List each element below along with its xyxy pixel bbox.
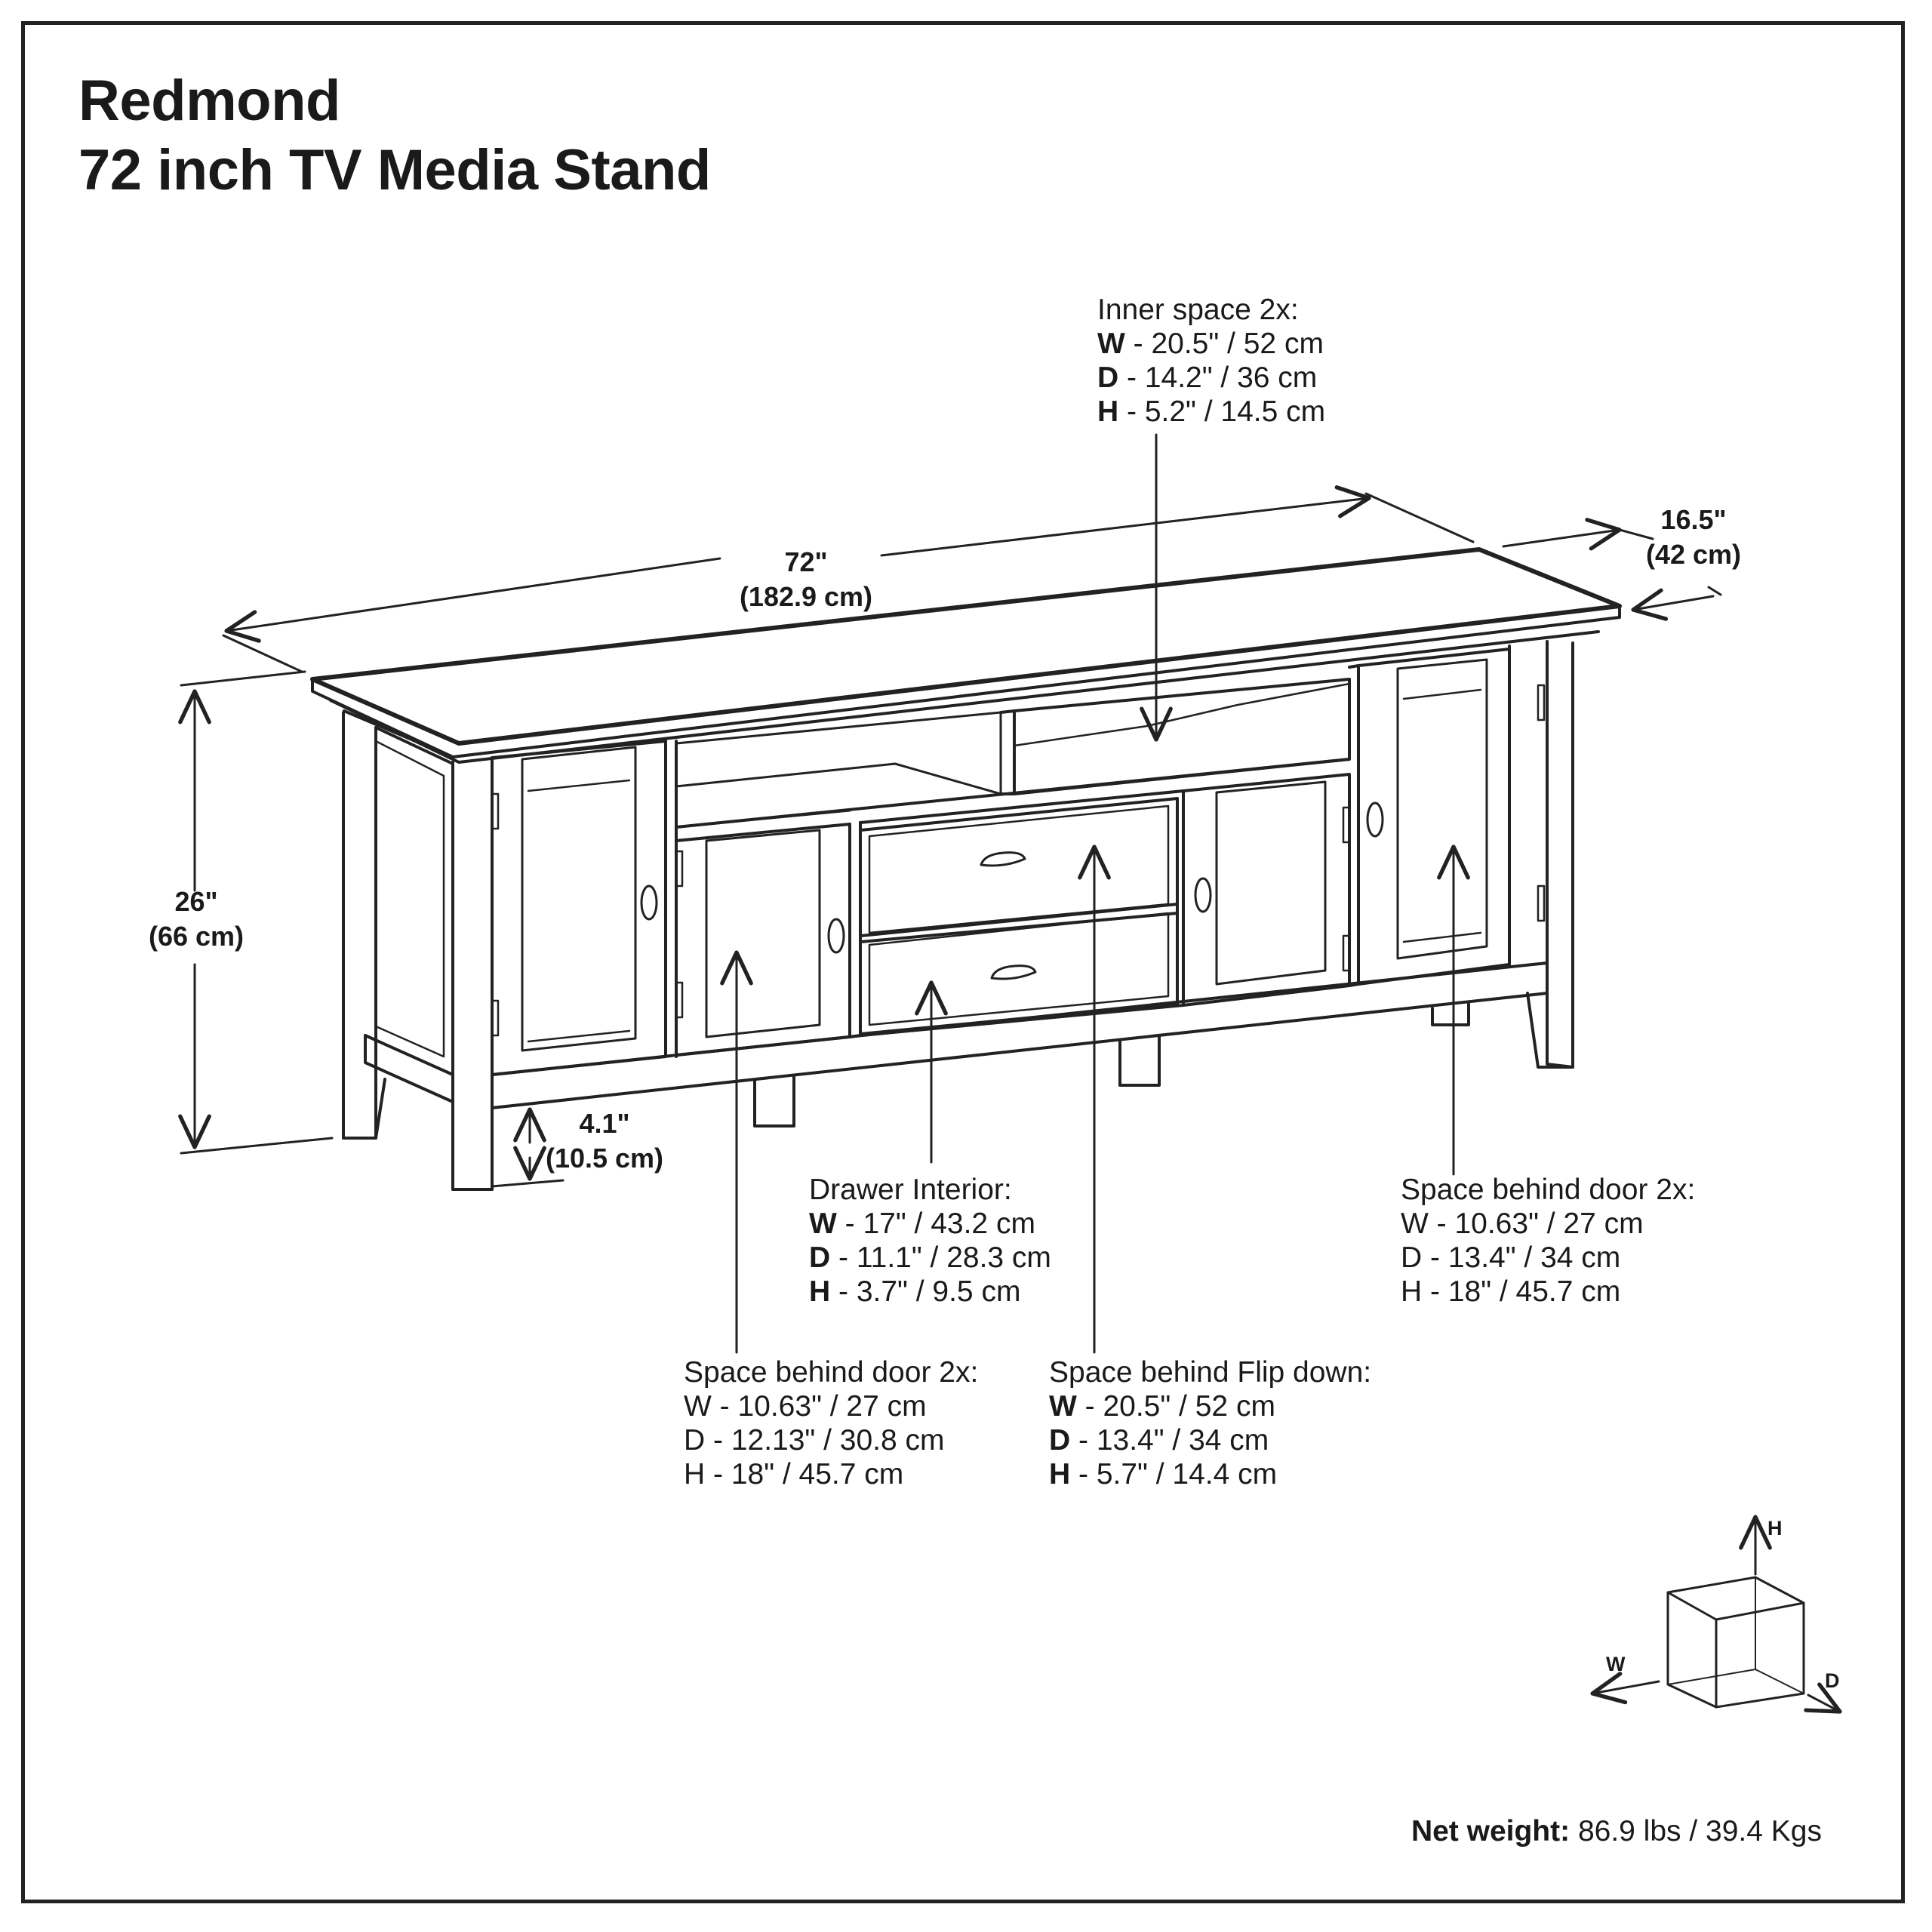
drawers	[848, 789, 1185, 1038]
behind-door-right-d: D - 13.4" / 34 cm	[1401, 1241, 1621, 1274]
drawer-w-value: - 17" / 43.2 cm	[836, 1208, 1035, 1240]
flip-d-value: - 13.4" / 34 cm	[1070, 1424, 1269, 1457]
net-weight-value: 86.9 lbs / 39.4 Kgs	[1570, 1815, 1822, 1847]
net-weight: Net weight: 86.9 lbs / 39.4 Kgs	[1411, 1815, 1822, 1848]
depth-imperial: 16.5"	[1660, 504, 1727, 535]
inner-space-note: Inner space 2x: W - 20.5" / 52 cm D - 14…	[1097, 293, 1325, 429]
drawer-d-value: - 11.1" / 28.3 cm	[830, 1241, 1051, 1274]
top-slab	[310, 547, 1622, 764]
inner-space-d-key: D	[1097, 361, 1119, 394]
clearance-metric: (10.5 cm)	[545, 1143, 664, 1174]
axis-cube	[1592, 1517, 1840, 1712]
flip-w-value: - 20.5" / 52 cm	[1076, 1390, 1275, 1423]
drawer-h-value: - 3.7" / 9.5 cm	[830, 1275, 1021, 1308]
width-label: 72" (182.9 cm)	[723, 545, 889, 614]
clearance-imperial: 4.1"	[579, 1108, 630, 1139]
height-imperial: 26"	[174, 886, 218, 917]
drawer-interior-note: Drawer Interior: W - 17" / 43.2 cm D - 1…	[809, 1173, 1051, 1309]
drawer-interior-heading: Drawer Interior:	[809, 1174, 1012, 1206]
behind-door-right-heading: Space behind door 2x:	[1401, 1174, 1696, 1206]
title-line-1: Redmond	[78, 69, 340, 133]
inner-space-h-value: - 5.2" / 14.5 cm	[1118, 395, 1326, 428]
right-outer-door	[1348, 648, 1546, 987]
behind-door-left-note: Space behind door 2x: W - 10.63" / 27 cm…	[684, 1355, 978, 1491]
behind-door-right-w: W - 10.63" / 27 cm	[1401, 1208, 1644, 1240]
page-frame	[21, 21, 1905, 1903]
inner-space-heading: Inner space 2x:	[1097, 294, 1299, 326]
behind-door-left-d: D - 12.13" / 30.8 cm	[684, 1424, 945, 1457]
behind-flip-down-note: Space behind Flip down: W - 20.5" / 52 c…	[1049, 1355, 1371, 1491]
behind-door-left-heading: Space behind door 2x:	[684, 1356, 979, 1389]
width-imperial: 72"	[784, 546, 828, 577]
center-compartments	[664, 678, 1351, 1058]
axis-label-h: H	[1767, 1517, 1783, 1540]
behind-door-right-note: Space behind door 2x: W - 10.63" / 27 cm…	[1401, 1173, 1695, 1309]
product-title: Redmond 72 inch TV Media Stand	[78, 66, 711, 205]
left-outer-door	[491, 740, 667, 1076]
behind-flip-down-heading: Space behind Flip down:	[1049, 1356, 1372, 1389]
inner-right-door	[1182, 773, 1351, 1007]
clearance-dimension	[491, 1109, 565, 1188]
inner-space-d-value: - 14.2" / 36 cm	[1118, 361, 1318, 394]
callout-leaders	[737, 433, 1454, 1354]
flip-d-key: D	[1049, 1424, 1071, 1457]
drawer-h-key: H	[809, 1275, 831, 1308]
behind-door-left-w: W - 10.63" / 27 cm	[684, 1390, 927, 1423]
title-line-2: 72 inch TV Media Stand	[78, 138, 711, 202]
height-metric: (66 cm)	[148, 921, 245, 952]
drawer-w-key: W	[809, 1208, 837, 1240]
depth-dimension	[1502, 530, 1722, 610]
clearance-label: 4.1" (10.5 cm)	[537, 1106, 672, 1176]
depth-label: 16.5" (42 cm)	[1633, 503, 1754, 572]
depth-metric: (42 cm)	[1645, 539, 1742, 570]
height-dimension	[181, 670, 334, 1155]
flip-h-value: - 5.7" / 14.4 cm	[1070, 1458, 1278, 1491]
height-label: 26" (66 cm)	[136, 884, 257, 954]
inner-space-w-key: W	[1097, 328, 1125, 360]
axis-label-w: W	[1606, 1653, 1626, 1675]
inner-space-h-key: H	[1097, 395, 1119, 428]
inner-left-door	[675, 823, 851, 1057]
net-weight-label: Net weight:	[1411, 1815, 1571, 1847]
flip-w-key: W	[1049, 1390, 1077, 1423]
cabinet-body	[342, 640, 1574, 1191]
behind-door-left-h: H - 18" / 45.7 cm	[684, 1458, 904, 1491]
behind-door-right-h: H - 18" / 45.7 cm	[1401, 1275, 1621, 1308]
inner-space-w-value: - 20.5" / 52 cm	[1124, 328, 1324, 360]
axis-label-d: D	[1825, 1669, 1840, 1692]
width-dimension	[222, 494, 1475, 673]
width-metric: (182.9 cm)	[739, 581, 873, 612]
flip-h-key: H	[1049, 1458, 1071, 1491]
drawer-d-key: D	[809, 1241, 831, 1274]
